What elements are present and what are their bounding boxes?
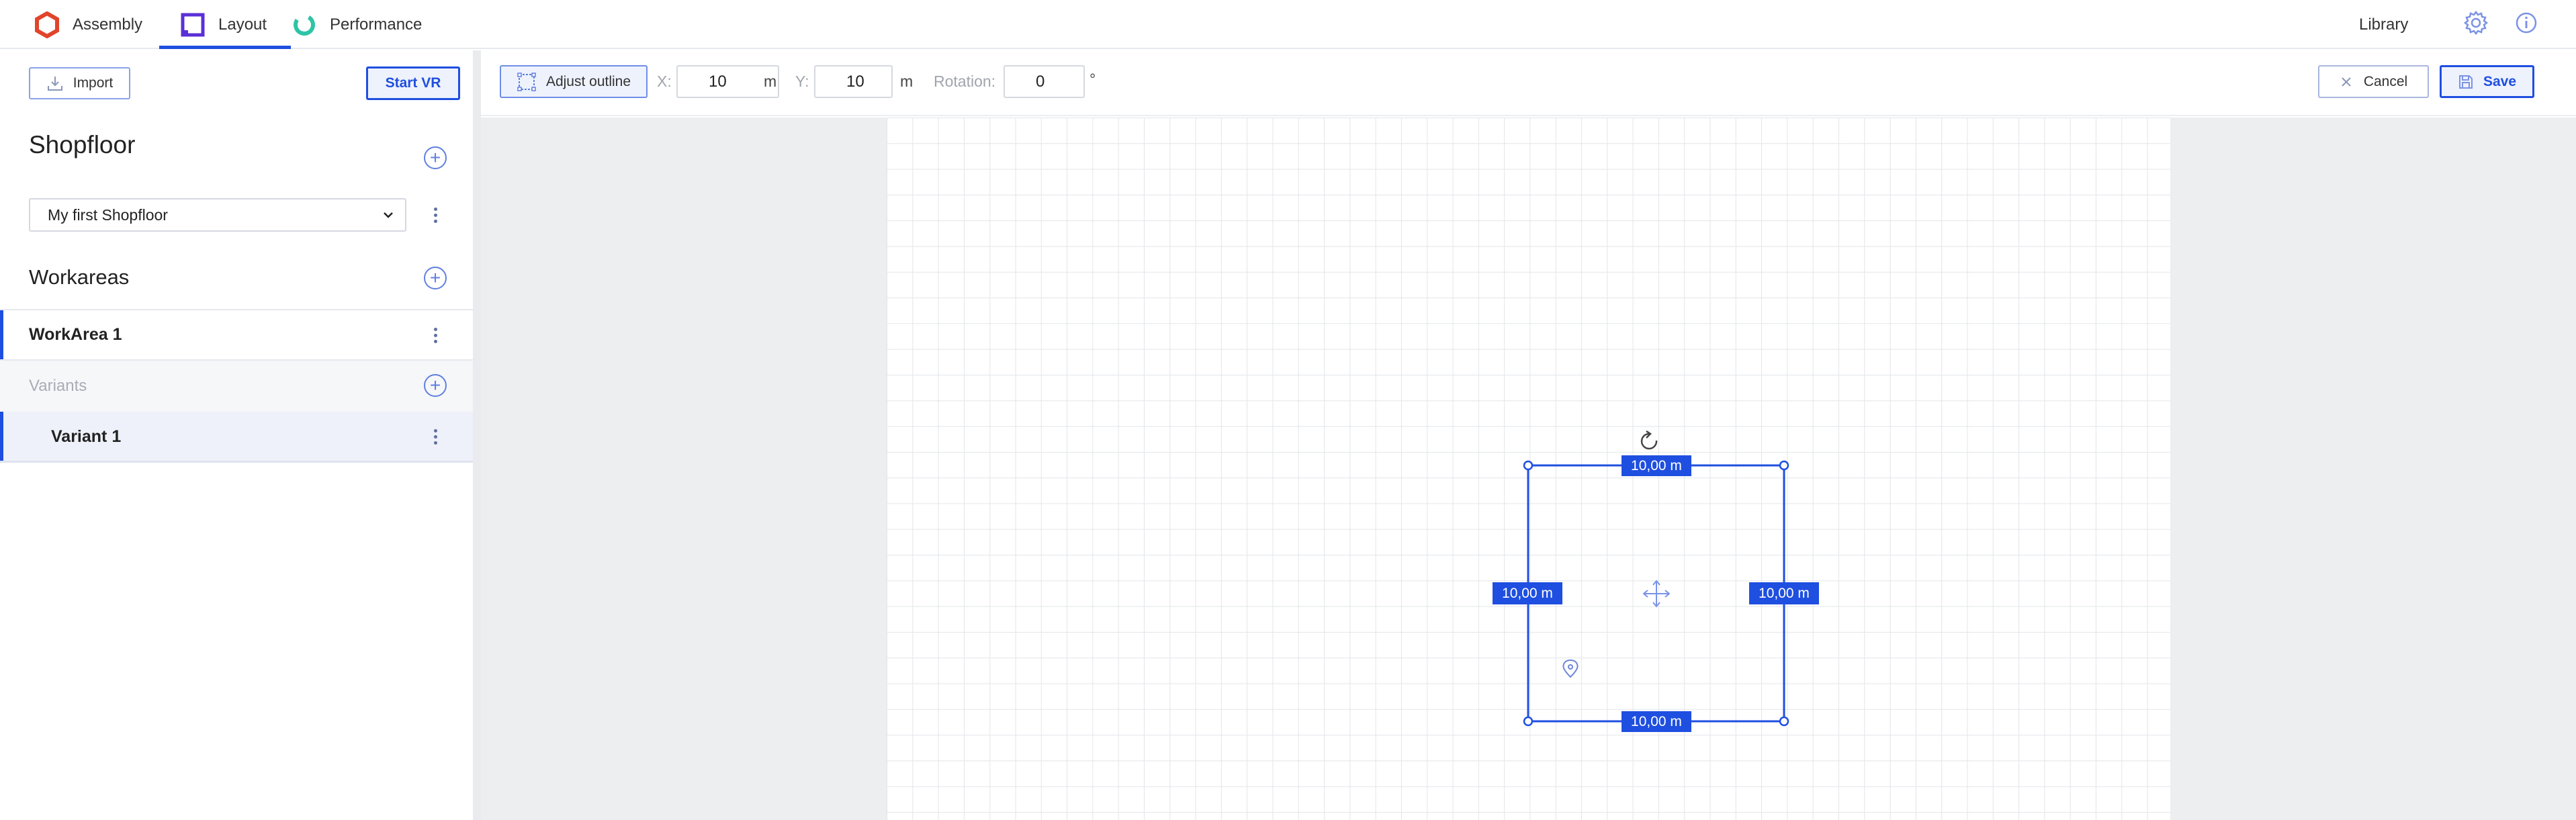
add-variant-button[interactable]: + bbox=[424, 374, 447, 397]
x-value: 10 bbox=[709, 72, 727, 91]
cancel-label: Cancel bbox=[2363, 73, 2408, 89]
workarea-menu-button[interactable] bbox=[429, 322, 442, 349]
shopfloor-title: Shopfloor bbox=[29, 131, 136, 158]
sidebar: Import Start VR Shopfloor + My first Sho… bbox=[0, 50, 473, 820]
adjust-outline-label: Adjust outline bbox=[545, 73, 631, 89]
y-value: 10 bbox=[846, 72, 864, 91]
rotation-input[interactable]: 0 bbox=[1004, 65, 1085, 98]
x-unit: m bbox=[764, 73, 777, 90]
dimension-label-bottom[interactable]: 10,00 m bbox=[1622, 711, 1691, 732]
dimension-bottom-text: 10,00 m bbox=[1631, 713, 1682, 729]
library-link[interactable]: Library bbox=[2359, 0, 2408, 49]
info-icon bbox=[2515, 11, 2538, 38]
variant-label: Variant 1 bbox=[51, 427, 122, 446]
chevron-down-icon bbox=[381, 208, 396, 226]
variant-menu-button[interactable] bbox=[429, 423, 442, 450]
tab-performance-label: Performance bbox=[330, 15, 423, 34]
x-input[interactable]: 10 bbox=[676, 65, 779, 98]
layout-grid-canvas[interactable] bbox=[887, 118, 2170, 820]
rotation-label: Rotation: bbox=[934, 73, 996, 90]
assembly-hex-icon bbox=[34, 11, 60, 38]
active-indicator bbox=[0, 412, 3, 461]
tab-layout[interactable]: Layout bbox=[159, 0, 291, 49]
gear-icon bbox=[2463, 10, 2489, 39]
tab-assembly[interactable]: Assembly bbox=[34, 0, 154, 49]
shopfloor-select[interactable]: My first Shopfloor bbox=[29, 198, 406, 232]
download-icon bbox=[46, 75, 64, 92]
rotation-value: 0 bbox=[1036, 72, 1045, 91]
start-vr-label: Start VR bbox=[385, 75, 441, 91]
x-label: X: bbox=[657, 73, 672, 90]
dimension-label-right[interactable]: 10,00 m bbox=[1749, 582, 1819, 604]
start-vr-button[interactable]: Start VR bbox=[366, 66, 460, 100]
shopfloor-menu-button[interactable] bbox=[429, 201, 442, 228]
variants-title: Variants bbox=[29, 377, 87, 395]
save-button[interactable]: Save bbox=[2440, 65, 2534, 98]
workarea-label: WorkArea 1 bbox=[29, 325, 122, 344]
cancel-button[interactable]: Cancel bbox=[2318, 65, 2429, 98]
import-label: Import bbox=[73, 75, 114, 91]
variants-header: Variants + bbox=[0, 361, 473, 412]
import-button[interactable]: Import bbox=[29, 67, 130, 99]
y-input[interactable]: 10 bbox=[814, 65, 893, 98]
top-navigation: Assembly Layout Performance Library bbox=[0, 0, 2576, 49]
dimension-left-text: 10,00 m bbox=[1502, 585, 1553, 601]
adjust-outline-button[interactable]: Adjust outline bbox=[500, 65, 648, 98]
close-icon bbox=[2340, 75, 2353, 89]
dimension-top-text: 10,00 m bbox=[1631, 457, 1682, 473]
save-disk-icon bbox=[2458, 74, 2474, 90]
outline-toolbar: Adjust outline X: 10 m Y: 10 m Rotation:… bbox=[481, 50, 2576, 116]
list-item-workarea[interactable]: WorkArea 1 bbox=[0, 309, 473, 361]
add-shopfloor-button[interactable]: + bbox=[424, 146, 447, 169]
list-item-variant[interactable]: Variant 1 bbox=[0, 412, 473, 463]
outline-frame-icon bbox=[517, 72, 537, 92]
tab-performance[interactable]: Performance bbox=[291, 0, 439, 49]
dimension-label-left[interactable]: 10,00 m bbox=[1493, 582, 1562, 604]
workareas-title: Workareas bbox=[29, 265, 130, 289]
tab-assembly-label: Assembly bbox=[73, 15, 143, 34]
performance-ring-icon bbox=[291, 11, 318, 38]
dimension-right-text: 10,00 m bbox=[1759, 585, 1810, 601]
y-label: Y: bbox=[795, 73, 809, 90]
panel-splitter[interactable] bbox=[473, 50, 481, 820]
y-unit: m bbox=[900, 73, 914, 90]
active-indicator bbox=[0, 310, 3, 359]
dimension-label-top[interactable]: 10,00 m bbox=[1622, 455, 1691, 476]
add-workarea-button[interactable]: + bbox=[424, 267, 447, 289]
info-button[interactable] bbox=[2513, 0, 2540, 49]
settings-button[interactable] bbox=[2462, 0, 2489, 49]
layout-square-icon bbox=[179, 11, 206, 38]
rotation-unit: ° bbox=[1090, 71, 1096, 88]
save-label: Save bbox=[2483, 73, 2517, 89]
shopfloor-select-value: My first Shopfloor bbox=[48, 206, 168, 224]
tab-layout-label: Layout bbox=[218, 15, 267, 34]
library-label: Library bbox=[2359, 15, 2409, 34]
